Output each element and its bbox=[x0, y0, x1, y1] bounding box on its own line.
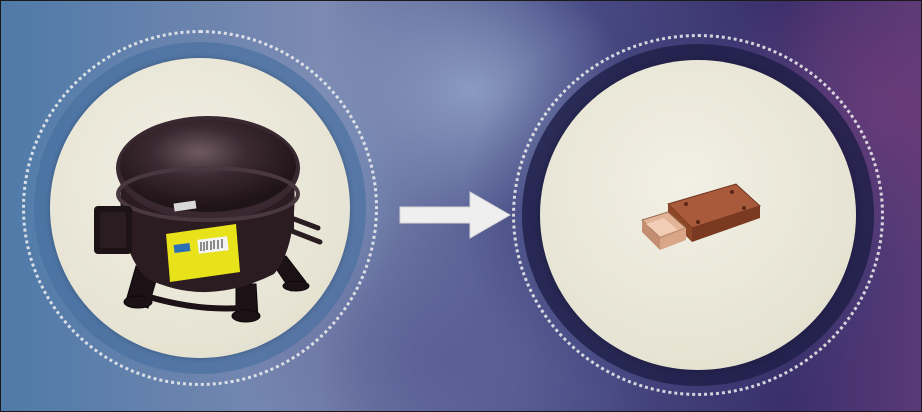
arrow-right-icon bbox=[396, 188, 514, 242]
solid-state-module-icon bbox=[638, 172, 762, 256]
compressor-icon bbox=[86, 96, 326, 326]
